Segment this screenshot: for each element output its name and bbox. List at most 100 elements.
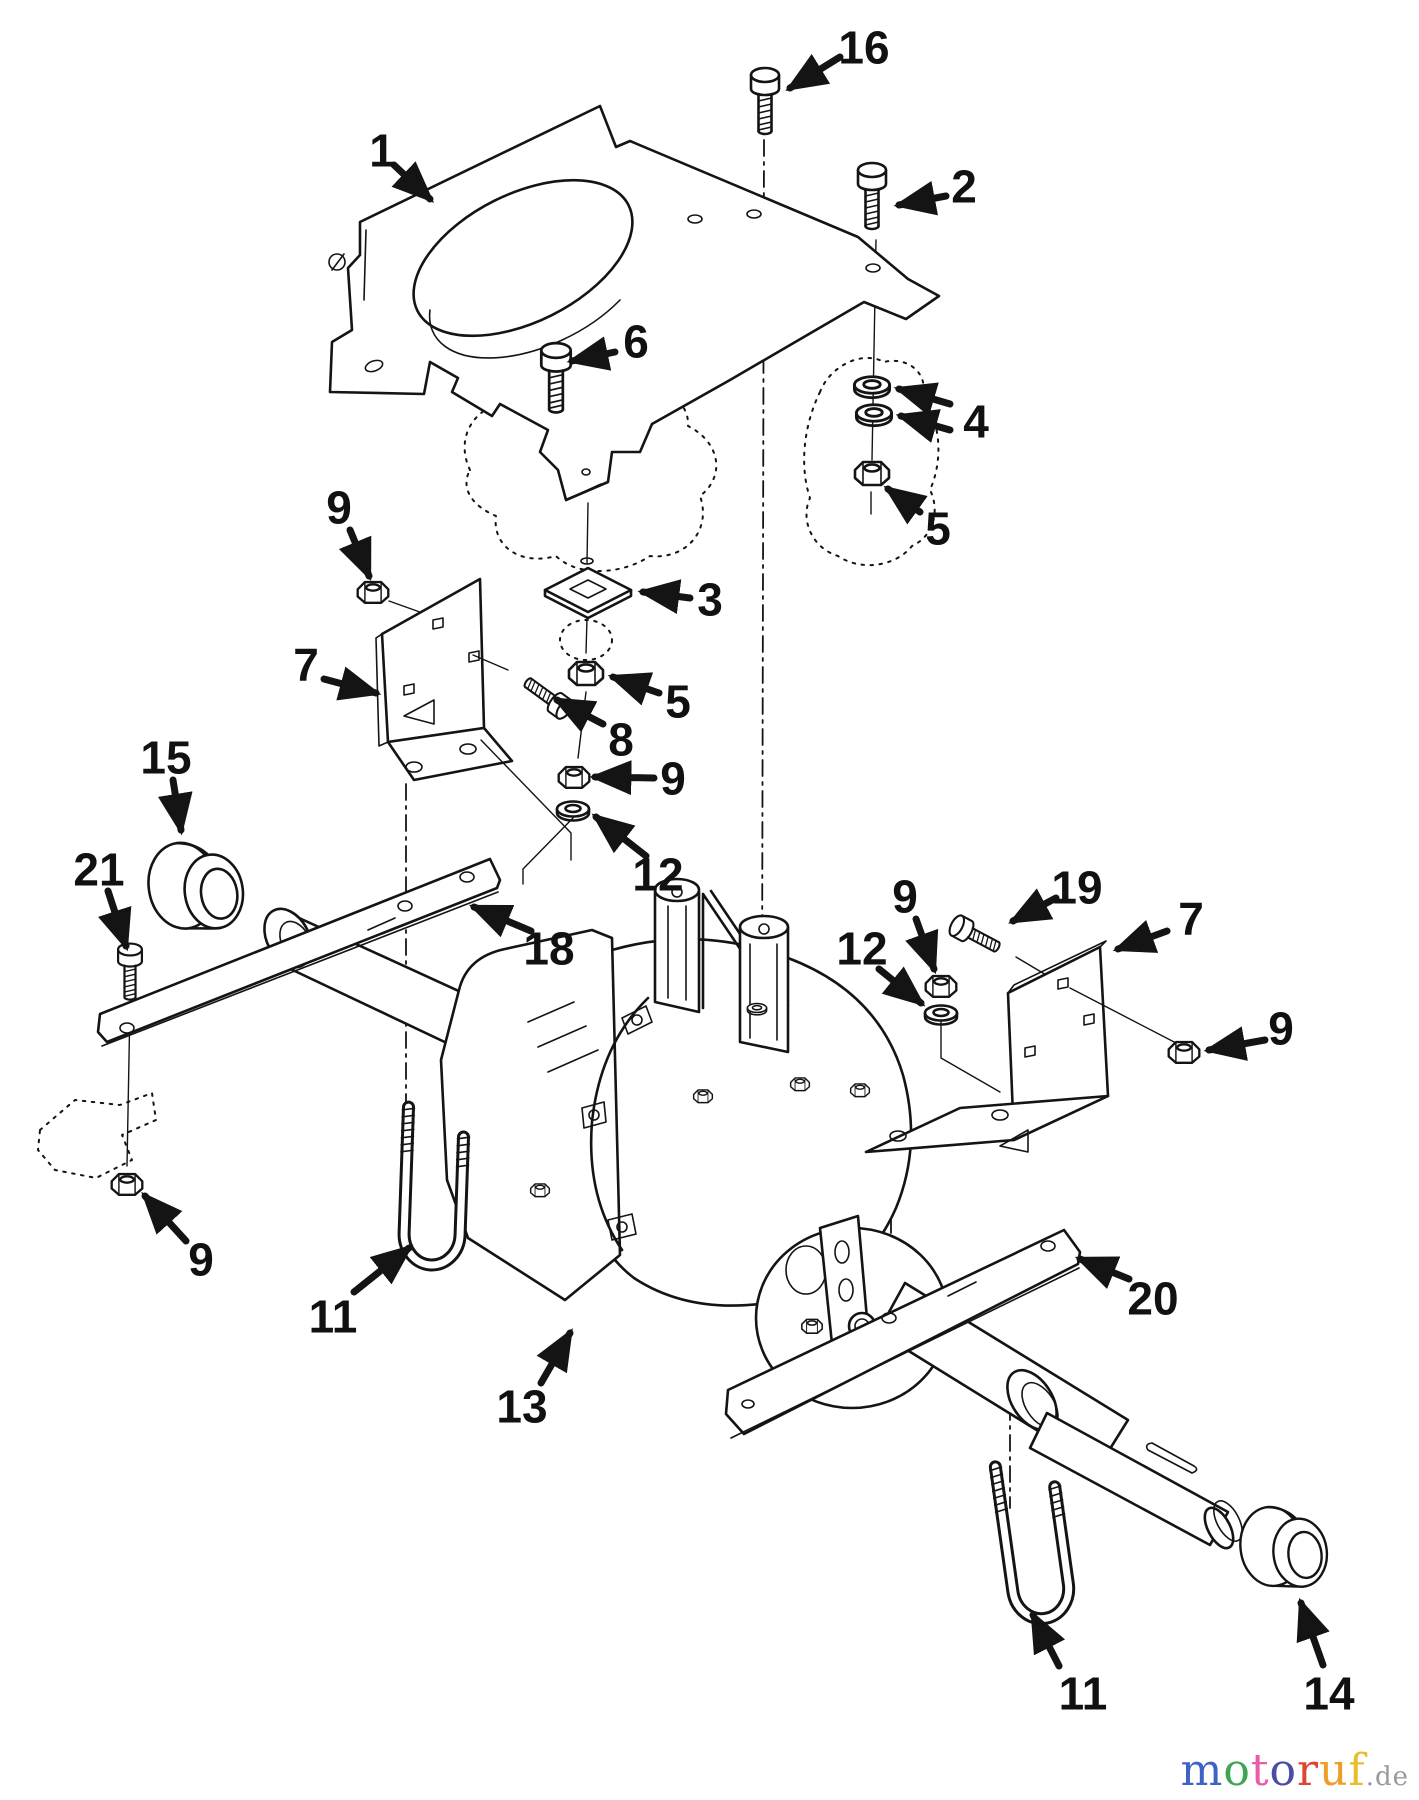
pivot-bolt bbox=[801, 1318, 823, 1334]
square-washer-3 bbox=[543, 566, 633, 620]
bushing-15 bbox=[141, 833, 249, 939]
callout-arrow-16 bbox=[785, 53, 844, 92]
bracket-slots bbox=[1024, 977, 1095, 1058]
callout-arrow-19 bbox=[1008, 888, 1060, 925]
callout-arrow-9 bbox=[141, 1191, 190, 1245]
callout-label-2: 2 bbox=[951, 161, 977, 213]
stud-tip bbox=[580, 557, 594, 565]
u-bolt-11-right bbox=[989, 1458, 1078, 1623]
callout-arrow-9 bbox=[589, 760, 658, 796]
plate-cutout bbox=[412, 178, 634, 338]
case-bolt bbox=[692, 1089, 714, 1104]
hex-nut-9-left-top bbox=[356, 580, 390, 604]
callout-label-1: 1 bbox=[369, 125, 395, 177]
bracket-notch bbox=[999, 1129, 1029, 1153]
callout-label-9: 9 bbox=[892, 871, 918, 923]
hex-nut-9-right bbox=[1167, 1040, 1201, 1064]
axle-strap-18 bbox=[96, 857, 502, 1047]
callout-arrow-20 bbox=[1074, 1255, 1133, 1289]
callout-arrow-7 bbox=[1112, 920, 1171, 953]
flange-hole bbox=[459, 743, 477, 755]
watermark-letter: r bbox=[1297, 1745, 1320, 1796]
case-bolt bbox=[789, 1077, 811, 1092]
callout-label-7: 7 bbox=[293, 639, 319, 691]
square-washer-stud-axis bbox=[585, 502, 589, 654]
callout-label-3: 3 bbox=[697, 574, 723, 626]
callout-label-18: 18 bbox=[523, 923, 574, 975]
watermark-letter: t bbox=[1250, 1745, 1270, 1796]
flange-slot bbox=[865, 263, 881, 273]
callout-arrow-13 bbox=[536, 1328, 574, 1387]
callout-arrow-7 bbox=[320, 666, 382, 701]
callout-arrow-9 bbox=[1203, 1026, 1269, 1061]
callout-label-7: 7 bbox=[1178, 893, 1204, 945]
transaxle-housing bbox=[439, 877, 950, 1410]
hex-nut-5-lower bbox=[567, 660, 605, 687]
hex-nut-9-mid bbox=[557, 765, 591, 789]
watermark-logo: motoruf.de bbox=[1181, 1745, 1409, 1796]
case-left-housing bbox=[439, 928, 622, 1302]
callout-label-5: 5 bbox=[665, 676, 691, 728]
callout-arrow-4 bbox=[893, 382, 954, 417]
center-assembly-axis bbox=[761, 139, 765, 1001]
watermark-letter: o bbox=[1269, 1745, 1298, 1796]
callout-label-9: 9 bbox=[1268, 1003, 1294, 1055]
leader-line bbox=[940, 1021, 1001, 1093]
mounting-post-left bbox=[653, 877, 701, 1014]
watermark-suffix: .de bbox=[1365, 1762, 1409, 1792]
callout-arrow-4 bbox=[895, 409, 954, 443]
callout-label-9: 9 bbox=[326, 482, 352, 534]
case-bolt bbox=[529, 1183, 551, 1198]
mounting-post-right bbox=[738, 914, 790, 1054]
callout-arrow-21 bbox=[98, 887, 132, 952]
callout-arrow-11 bbox=[350, 1244, 414, 1296]
callout-label-4: 4 bbox=[963, 396, 989, 448]
carriage-bolt-21 bbox=[116, 942, 144, 1001]
cover-seam bbox=[589, 996, 650, 1252]
leader-line bbox=[1069, 987, 1179, 1045]
callout-label-9: 9 bbox=[660, 753, 686, 805]
case-ribs bbox=[527, 1001, 599, 1073]
cover-tabs bbox=[581, 1005, 653, 1241]
callout-arrow-6 bbox=[566, 336, 619, 371]
flat-washer-4 bbox=[852, 375, 892, 400]
hex-bolt-19 bbox=[945, 912, 1005, 959]
callout-label-19: 19 bbox=[1051, 862, 1102, 914]
callout-arrow-3 bbox=[637, 579, 694, 614]
callout-arrow-18 bbox=[468, 903, 535, 938]
lock-washer-4 bbox=[854, 403, 894, 428]
bracket-7-right bbox=[864, 940, 1110, 1154]
post-washer bbox=[746, 1002, 768, 1016]
hex-nut-5-upper bbox=[853, 460, 891, 487]
bracket-notch bbox=[403, 699, 435, 725]
callout-label-8: 8 bbox=[608, 714, 634, 766]
plate-hole bbox=[328, 253, 346, 271]
callout-label-20: 20 bbox=[1127, 1273, 1178, 1325]
callout-arrow-1 bbox=[390, 161, 435, 203]
callout-label-13: 13 bbox=[496, 1381, 547, 1433]
callout-arrow-15 bbox=[157, 776, 193, 836]
bushing-14 bbox=[1235, 1500, 1332, 1594]
bracket-slots bbox=[403, 617, 480, 696]
callout-label-9: 9 bbox=[188, 1234, 214, 1286]
callout-arrow-2 bbox=[893, 180, 950, 216]
flat-washer-12-left bbox=[555, 800, 591, 822]
callout-arrow-9 bbox=[905, 915, 939, 975]
ear-slot bbox=[364, 359, 384, 373]
plate-hole bbox=[746, 209, 762, 219]
callout-label-5: 5 bbox=[925, 503, 951, 555]
callout-label-11: 11 bbox=[309, 1291, 358, 1343]
hidden-bracket-outline bbox=[37, 1092, 157, 1179]
mounting-plate bbox=[328, 104, 941, 502]
watermark-letter: f bbox=[1348, 1745, 1366, 1796]
callout-label-11: 11 bbox=[1059, 1668, 1108, 1720]
bracket-7-left bbox=[375, 577, 514, 782]
callout-label-12: 12 bbox=[632, 849, 683, 901]
case-bolt bbox=[849, 1083, 871, 1098]
leader-line bbox=[472, 654, 509, 671]
callout-label-21: 21 bbox=[73, 844, 124, 896]
callout-arrow-5 bbox=[883, 485, 928, 525]
callout-arrow-14 bbox=[1296, 1597, 1330, 1669]
